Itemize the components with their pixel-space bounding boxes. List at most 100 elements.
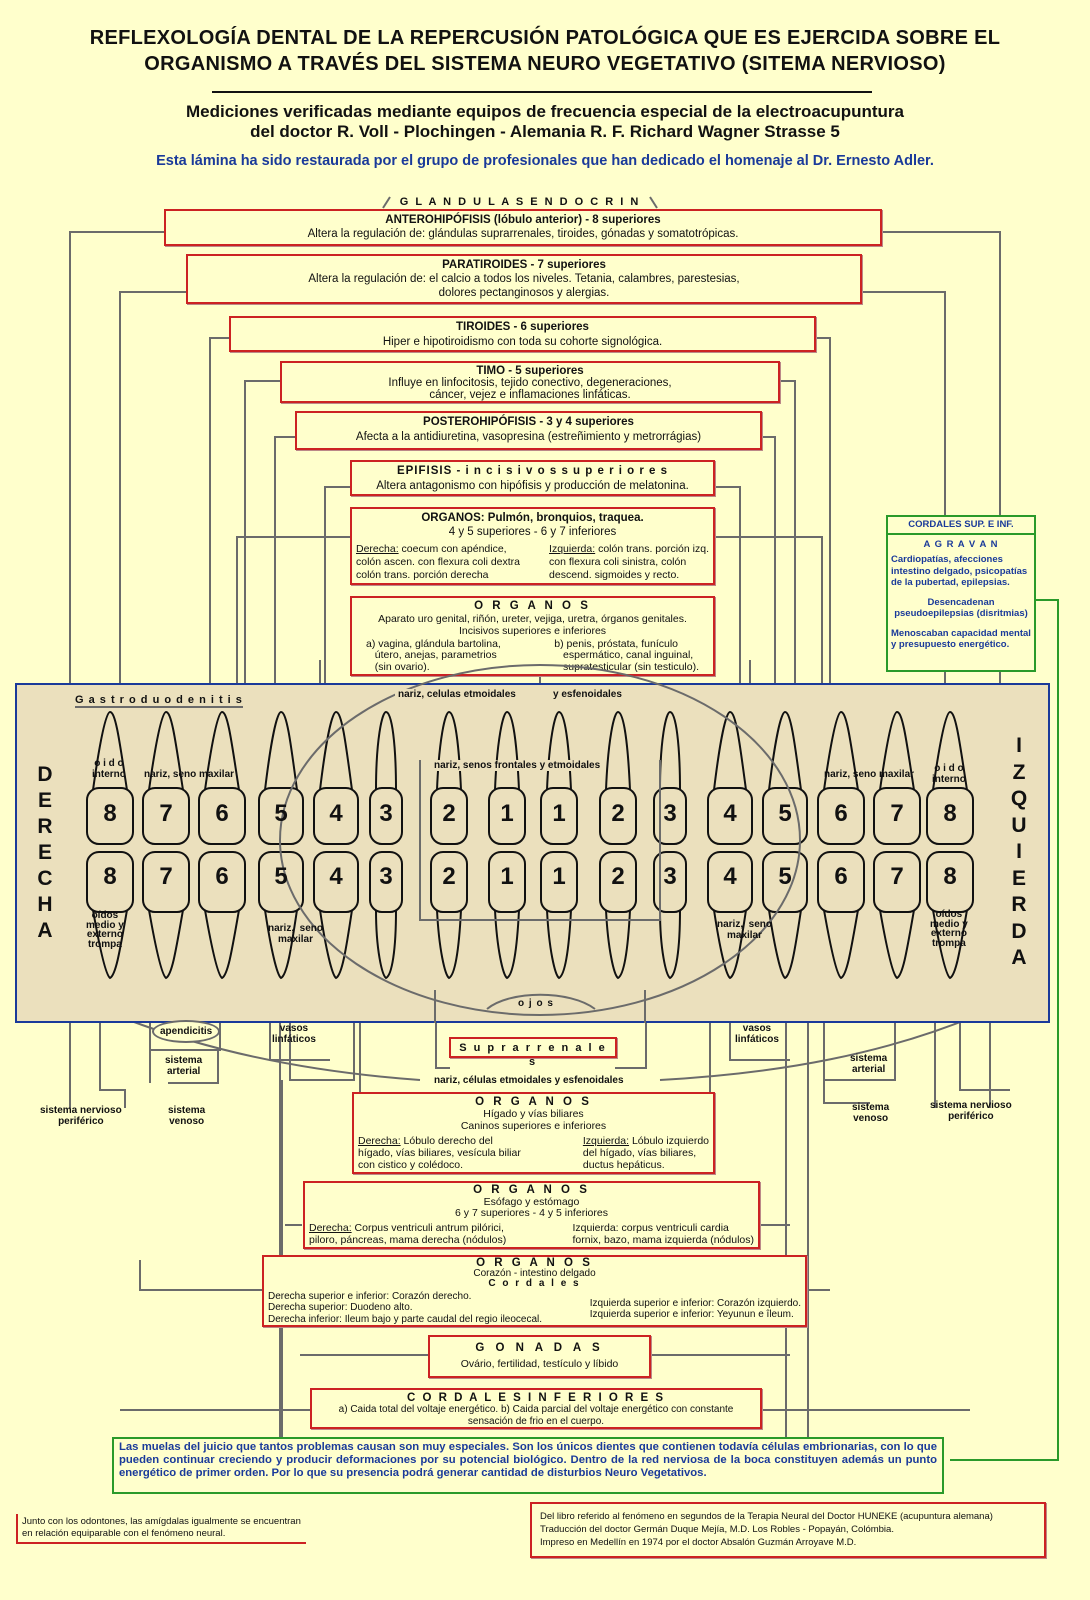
upper-tooth-number: 6 xyxy=(215,800,229,827)
upper-tooth-crown xyxy=(762,787,808,845)
lower-tooth-number: 3 xyxy=(379,863,393,890)
nariz-seno-maxilar-right-label: nariz, seno maxilar xyxy=(144,769,235,780)
lower-tooth-number: 7 xyxy=(890,863,904,890)
izquierda-letter: Q xyxy=(1010,787,1028,810)
nariz-seno-maxilar-lower-left-label: nariz, seno maxilar xyxy=(717,919,773,941)
box-organos-esofago: O R G A N O S Esófago y estómago 6 y 7 s… xyxy=(303,1181,760,1249)
subtitle-line-2: del doctor R. Voll - Plochingen - Aleman… xyxy=(250,122,840,141)
box-paratiroides: PARATIROIDES - 7 superiores Altera la re… xyxy=(186,254,862,304)
col-line: con flexura coli sinistra, colón xyxy=(549,556,687,568)
lower-tooth-crown xyxy=(142,851,190,913)
upper-tooth-number: 1 xyxy=(552,800,566,827)
box-title: ANTEROHIPÓFISIS (lóbulo anterior) - 8 su… xyxy=(385,214,661,226)
box-line: dolores pectanginosos y alergias. xyxy=(438,287,610,299)
box-title: TIMO - 5 superiores xyxy=(476,365,584,377)
col-line: con cistico y colédoco. xyxy=(358,1159,464,1171)
col-line: Derecha superior: Duodeno alto. xyxy=(268,1302,413,1313)
lower-tooth-crown xyxy=(198,851,246,913)
source-note: Del libro referido al fenómeno en segund… xyxy=(530,1502,1046,1558)
upper-tooth-crown xyxy=(86,787,134,845)
col-line: piloro, páncreas, mama derecha (nódulos) xyxy=(309,1233,507,1246)
upper-tooth-root xyxy=(713,710,747,791)
izquierda-label: Izquierda: xyxy=(582,1135,630,1147)
box-anterohipofisis: ANTEROHIPÓFISIS (lóbulo anterior) - 8 su… xyxy=(164,209,882,246)
lower-tooth-number: 6 xyxy=(834,863,848,890)
box-organos-uro-genital: O R G A N O S Aparato uro genital, riñón… xyxy=(350,596,715,676)
cordales-p2: Desencadenan pseudoepilepsias (disritmia… xyxy=(894,596,1028,620)
col-line: coecum con apéndice, xyxy=(401,543,507,555)
lower-tooth-crown xyxy=(926,851,974,913)
box-title: POSTEROHIPÓFISIS - 3 y 4 superiores xyxy=(423,416,634,428)
lower-tooth-crown xyxy=(599,851,637,913)
box-title: EPIFISIS - i n c i s i v o s s u p e r i… xyxy=(396,465,669,477)
cordales-p3: Menoscaban capacidad mental y presupuest… xyxy=(891,627,1031,651)
box-title: O R G A N O S xyxy=(476,1257,593,1269)
esfenoidales-label: y esfenoidales xyxy=(550,689,625,700)
sistema-arterial-left-label: sistema arterial xyxy=(850,1053,888,1075)
izquierda-letter: U xyxy=(1011,813,1027,837)
lower-tooth-crown xyxy=(817,851,865,913)
derecha-label: Derecha: xyxy=(356,543,399,555)
lower-tooth-root xyxy=(932,909,968,980)
lower-tooth-crown xyxy=(86,851,134,913)
credit-line: Esta lámina ha sido restaurada por el gr… xyxy=(156,153,934,169)
lower-tooth-crown xyxy=(707,851,753,913)
upper-tooth-root xyxy=(605,710,631,791)
col-line: útero, anejas, parametrios xyxy=(374,649,497,661)
upper-tooth-root xyxy=(148,710,184,791)
lower-tooth-crown xyxy=(369,851,403,913)
amigdalas-note: Junto con los odontones, las amígdalas i… xyxy=(16,1514,306,1544)
nariz-seno-maxilar-left-label: nariz, seno maxilar xyxy=(824,769,915,780)
box-sub: 4 y 5 superiores - 6 y 7 inferiores xyxy=(448,526,617,538)
lower-tooth-number: 1 xyxy=(552,863,566,890)
lower-tooth-number: 4 xyxy=(329,863,343,890)
upper-tooth-crown xyxy=(926,787,974,845)
box-title: TIROIDES - 6 superiores xyxy=(456,321,589,333)
derecha-letter: A xyxy=(37,919,53,942)
lower-tooth-crown xyxy=(488,851,526,913)
senos-frontales-label: nariz, senos frontales y etmoidales xyxy=(432,760,603,771)
left-column: Derecha superior e inferior: Corazón der… xyxy=(268,1291,542,1326)
lower-tooth-root xyxy=(546,909,572,980)
lower-tooth-root xyxy=(436,909,462,980)
source-line: Traducción del doctor Germán Duque Mejía… xyxy=(540,1524,894,1535)
box-line: sensación de frio en el cuerpo. xyxy=(467,1416,605,1427)
left-column: Derecha: Corpus ventriculi antrum pilóri… xyxy=(309,1222,506,1246)
col-line: (sin ovario). xyxy=(374,660,430,673)
col-line: del hígado, vías biliares, xyxy=(582,1147,697,1159)
upper-tooth-root xyxy=(319,710,353,791)
dental-chart-panel xyxy=(15,683,1050,1023)
izquierda-letter: Z xyxy=(1012,760,1026,784)
upper-tooth-number: 5 xyxy=(274,800,288,827)
izquierda-letter: I xyxy=(1016,734,1022,757)
upper-tooth-crown xyxy=(540,787,578,845)
box-line: Hiper e hipotiroidismo con toda su cohor… xyxy=(382,336,663,348)
lower-tooth-number: 5 xyxy=(274,863,288,890)
box-title: O R G A N O S xyxy=(475,1096,592,1108)
left-column: a) vagina, glándula bartolina, útero, an… xyxy=(366,638,501,674)
derecha-letter: D xyxy=(37,763,53,786)
upper-tooth-root xyxy=(659,710,681,791)
col-line: Derecha inferior: Ileum bajo y parte cau… xyxy=(268,1313,543,1325)
lower-tooth-root xyxy=(494,909,520,980)
nariz-etmoidales-label: nariz, celulas etmoidales xyxy=(395,689,519,700)
lower-tooth-root xyxy=(879,909,915,980)
muelas-del-juicio-note: Las muelas del juicio que tantos problem… xyxy=(112,1437,944,1494)
subtitle-line-1: Mediciones verificadas mediante equipos … xyxy=(185,102,905,121)
col-line: Lóbulo izquierdo xyxy=(631,1135,709,1147)
box-line: Aparato uro genital, riñón, ureter, veji… xyxy=(378,612,687,625)
upper-tooth-crown xyxy=(369,787,403,845)
box-line: Afecta a la antidiuretina, vasopresina (… xyxy=(355,431,702,443)
box-line: C o r d a l e s xyxy=(488,1278,581,1289)
gastroduodenitis-label: G a s t r o d u o d e n i t i s xyxy=(75,694,243,708)
upper-tooth-root xyxy=(768,710,802,791)
upper-tooth-number: 6 xyxy=(834,800,848,827)
col-line: hígado, vías biliares, vesícula biliar xyxy=(358,1147,521,1159)
derecha-letter: R xyxy=(37,815,53,838)
izquierda-letter: R xyxy=(1011,893,1027,916)
lower-tooth-crown xyxy=(653,851,687,913)
vasos-linfaticos-right-label: vasos linfáticos xyxy=(272,1023,316,1045)
col-line: Izquierda: corpus ventriculi cardia xyxy=(572,1221,729,1234)
